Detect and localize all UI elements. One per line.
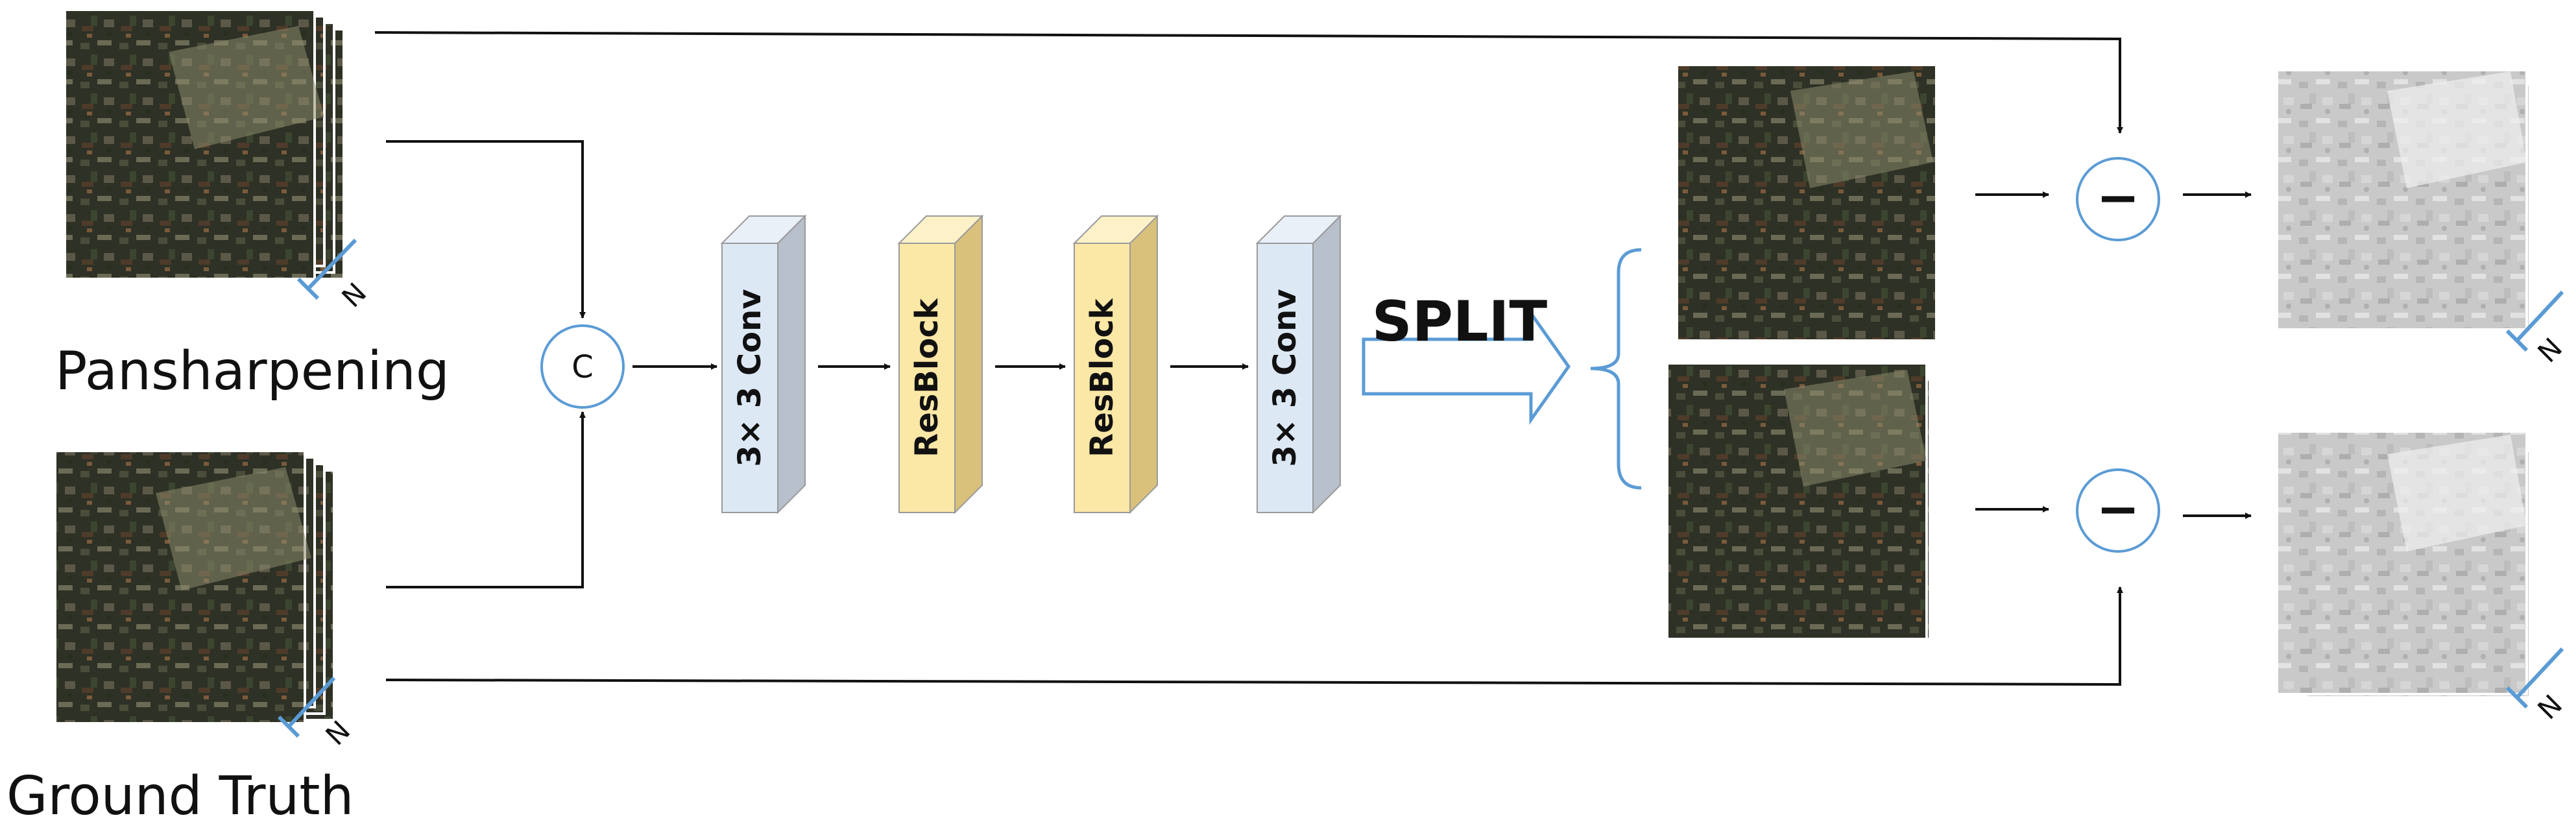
block-3-face	[1074, 243, 1131, 513]
residual-top-stack-n: N	[2531, 332, 2568, 368]
ground-truth-label: Ground Truth	[6, 766, 354, 827]
concat-node: C	[540, 324, 625, 409]
residual-bottom-stack	[2276, 430, 2531, 699]
residual-top-stack	[2276, 69, 2531, 332]
block-1-label: 3× 3 Conv	[732, 289, 768, 466]
block-1-face	[721, 243, 778, 513]
block-2-resblock: ResBlock	[897, 214, 984, 514]
split-label: SPLIT	[1372, 289, 1548, 354]
split-brace	[1590, 248, 1642, 490]
block-4-face	[1257, 243, 1314, 513]
block-3-label: ResBlock	[1084, 298, 1120, 457]
subtract-node-top: −	[2076, 157, 2160, 241]
split-arrow	[1362, 308, 1571, 425]
ground-truth-skip-arrow	[385, 586, 2123, 686]
subtract-node-bottom: −	[2076, 468, 2160, 553]
ground-truth-to-concat-arrow	[386, 411, 586, 588]
pansharpening-label: Pansharpening	[55, 341, 450, 402]
pansharpening-image-stack	[64, 8, 345, 280]
split-output-top-stack	[1676, 64, 1938, 342]
pansharpening-skip-arrow	[374, 31, 2123, 134]
block-2-face	[898, 243, 956, 513]
residual-bottom-stack-n: N	[2531, 688, 2568, 725]
block-3-resblock: ResBlock	[1072, 214, 1159, 514]
pansharpening-stack-n: N	[335, 276, 372, 313]
block-2-label: ResBlock	[909, 298, 945, 457]
block-4-conv: 3× 3 Conv	[1255, 214, 1342, 514]
subtract-top-symbol: −	[2096, 167, 2139, 228]
ground-truth-image-stack	[54, 450, 335, 725]
concat-symbol: C	[572, 349, 594, 385]
split-output-bottom-stack	[1666, 362, 1931, 640]
subtract-bottom-symbol: −	[2096, 479, 2139, 539]
block-4-label: 3× 3 Conv	[1267, 289, 1303, 466]
block-3-side	[1129, 214, 1158, 514]
pansharpening-to-concat-arrow	[386, 140, 586, 319]
block-2-side	[954, 214, 983, 514]
block-4-side	[1312, 214, 1341, 514]
block-1-conv: 3× 3 Conv	[720, 214, 807, 514]
network-blocks: 3× 3 Conv ResBlock ResBlock 3× 3 Conv	[720, 214, 1342, 514]
block-1-side	[777, 214, 806, 514]
